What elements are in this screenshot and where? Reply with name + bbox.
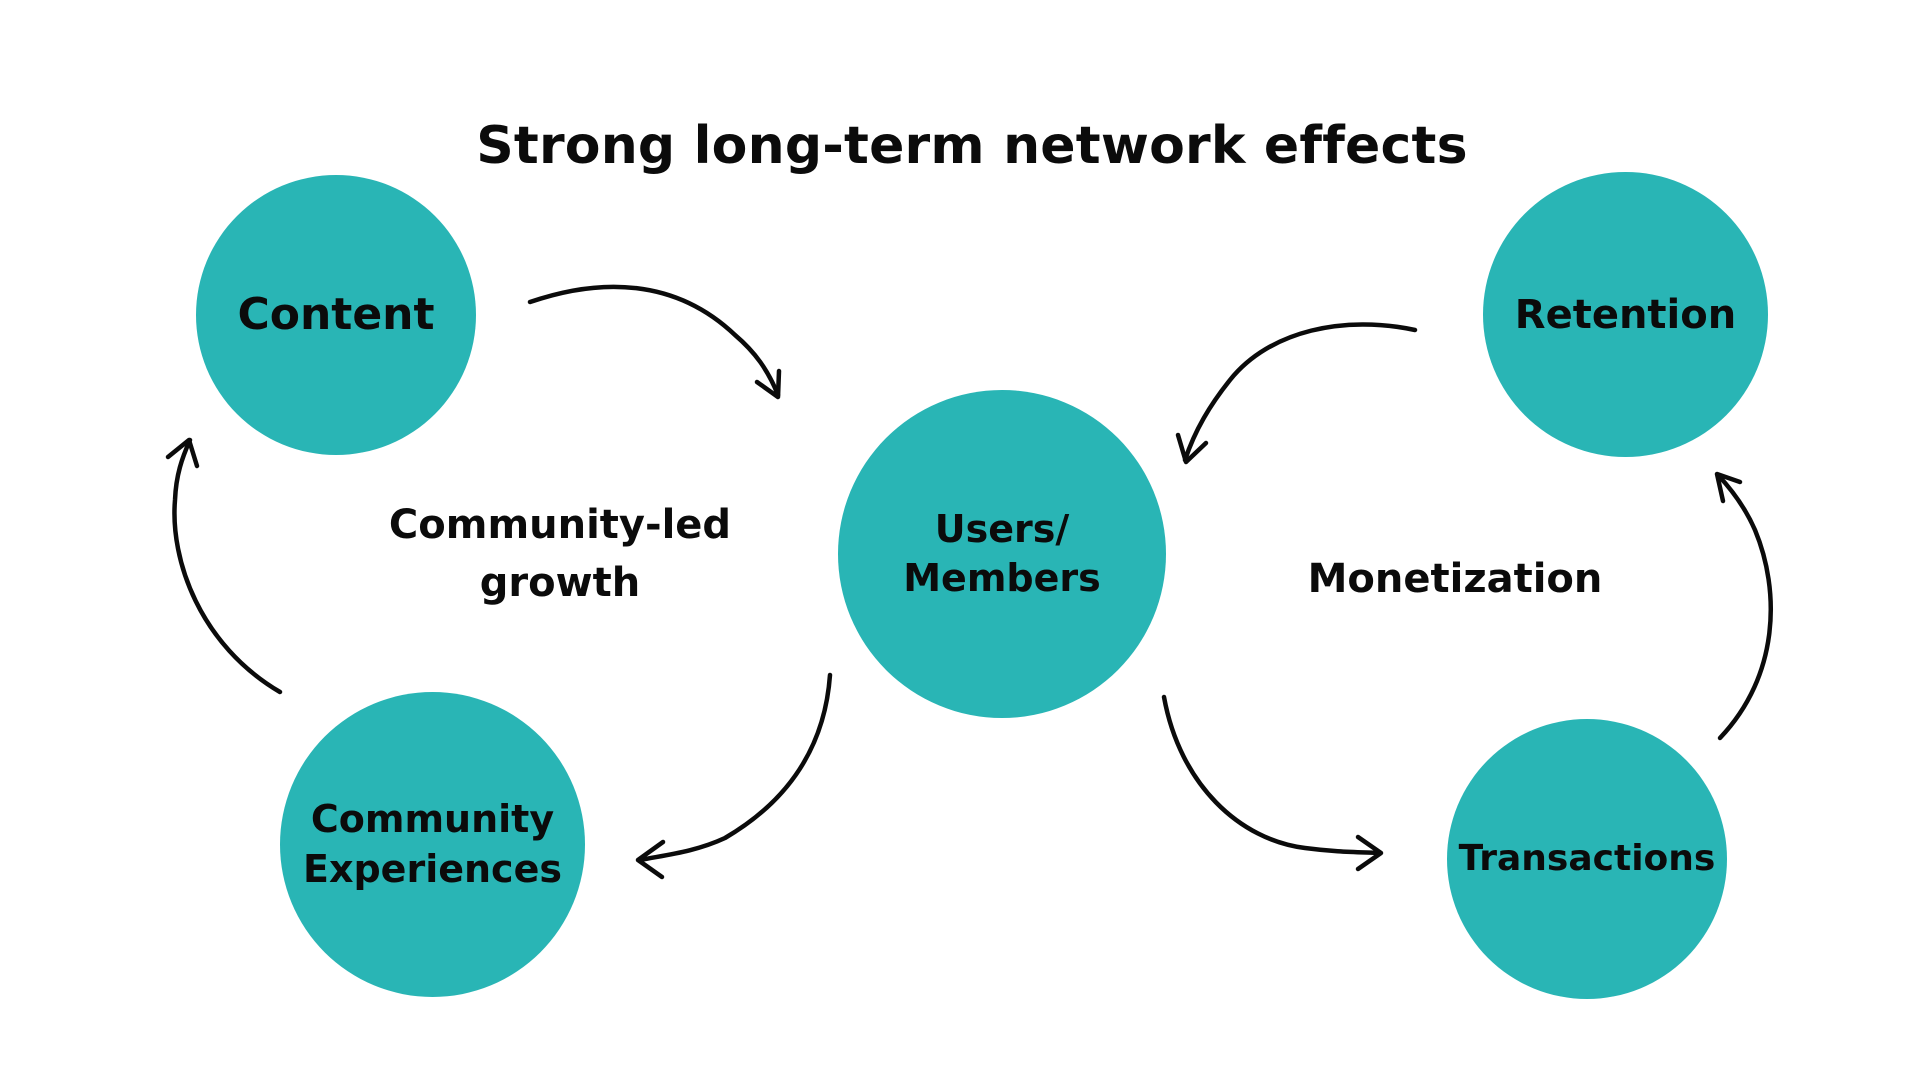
users-members-node: Users/ Members xyxy=(838,390,1166,718)
content-node: Content xyxy=(196,175,476,455)
arrow-users-to-experiences xyxy=(635,672,833,880)
community-experiences-node-line2: Experiences xyxy=(303,846,562,891)
retention-node: Retention xyxy=(1483,172,1768,457)
community-experiences-node: Community Experiences xyxy=(280,692,585,997)
arrow-experiences-to-content xyxy=(165,437,283,695)
arrow-users-to-transactions xyxy=(1161,694,1384,872)
users-members-node-line2: Members xyxy=(903,556,1101,600)
retention-node-label: Retention xyxy=(1514,291,1737,338)
community-led-growth-label: Community-led growth xyxy=(380,496,740,612)
community-experiences-node-line1: Community xyxy=(310,797,555,842)
content-node-label: Content xyxy=(237,289,435,341)
diagram-title: Strong long-term network effects xyxy=(476,116,1468,176)
arrow-transactions-to-retention xyxy=(1714,471,1773,741)
users-members-node-line1: Users/ xyxy=(934,506,1070,551)
transactions-node-label: Transactions xyxy=(1458,837,1716,879)
arrow-content-to-users xyxy=(527,284,782,400)
monetization-label: Monetization xyxy=(1307,556,1603,602)
arrow-retention-to-users xyxy=(1175,322,1418,465)
community-led-growth-line1: Community-led xyxy=(388,502,732,548)
transactions-node: Transactions xyxy=(1447,719,1727,999)
community-led-growth-line2: growth xyxy=(479,560,641,606)
